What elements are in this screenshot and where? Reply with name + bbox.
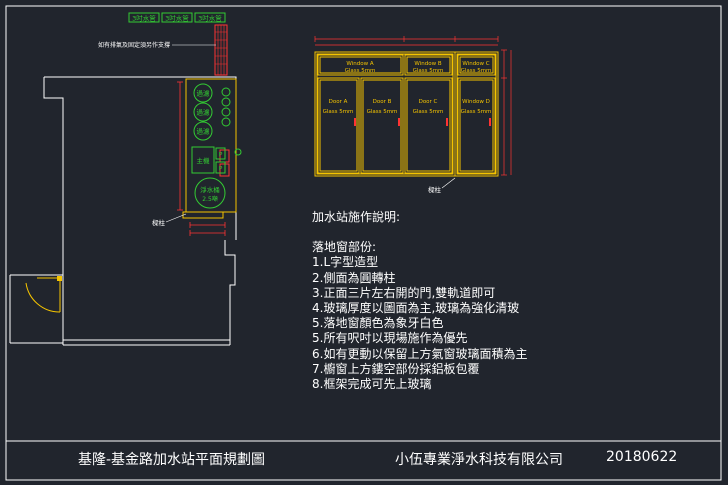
note-item: 4.玻璃厚度以圖面為主,玻璃為強化清玻 xyxy=(312,301,520,316)
window-elevation: Window A Glass 5mm Window B Glass 5mm Wi… xyxy=(314,36,512,194)
door-c-label: Door C xyxy=(419,99,438,105)
window-d-label: Window D xyxy=(462,99,490,105)
elevation-frames xyxy=(314,51,499,177)
drawing-date: 20180622 xyxy=(606,449,678,465)
window-a-label: Window A xyxy=(346,61,373,67)
svg-text:2.5噸: 2.5噸 xyxy=(202,195,218,203)
note-item: 2.側面為圓轉柱 xyxy=(312,270,396,285)
wall-note: 如有排氣及固定須另作支撐 xyxy=(98,41,170,49)
floor-plan: 3吋水管 3吋水管 3吋水管 如有排氣及固定須另作支撐 xyxy=(9,12,242,346)
pump-2: P xyxy=(215,161,226,174)
note-item: 1.L字型造型 xyxy=(312,255,379,270)
window-c-glass: Glass 5mm xyxy=(461,68,492,74)
column-callout-right: 樑柱 xyxy=(428,177,456,194)
water-tank: 淨水桶 2.5噸 xyxy=(194,177,226,209)
door-handles xyxy=(354,118,491,126)
pipe-riser xyxy=(214,24,228,76)
note-item: 5.落地窗顏色為象牙白色 xyxy=(312,316,444,331)
drawing-border xyxy=(5,5,722,481)
pump-1: P xyxy=(215,147,226,160)
door-b-label: Door B xyxy=(373,99,392,105)
notes-heading: 加水站施作說明: xyxy=(312,210,401,224)
svg-text:過濾: 過濾 xyxy=(197,108,211,117)
filter-2: 過濾 xyxy=(193,102,213,122)
window-d-glass: Glass 5mm xyxy=(461,109,492,115)
project-title: 基隆-基金路加水站平面規劃圖 xyxy=(78,452,266,468)
window-c-label: Window C xyxy=(462,61,489,67)
pipe-label-2: 3吋水管 xyxy=(165,14,189,23)
svg-text:過濾: 過濾 xyxy=(197,127,211,136)
svg-text:樑柱: 樑柱 xyxy=(428,185,442,194)
note-item: 6.如有更動以保留上方氣窗玻璃面積為主 xyxy=(312,346,528,361)
svg-text:P: P xyxy=(219,152,223,159)
elevation-dimensions xyxy=(314,36,512,176)
note-item: 8.框架完成可先上玻璃 xyxy=(312,377,432,392)
pipe-labels: 3吋水管 3吋水管 3吋水管 xyxy=(128,12,226,23)
svg-text:主機: 主機 xyxy=(197,156,211,165)
notes-gap xyxy=(312,225,527,240)
svg-text:過濾: 過濾 xyxy=(197,89,211,98)
svg-text:淨水桶: 淨水桶 xyxy=(200,185,220,194)
equipment-base xyxy=(182,211,224,219)
building-walls xyxy=(9,76,237,346)
door-swing xyxy=(25,276,62,313)
window-b-glass: Glass 5mm xyxy=(413,68,444,74)
note-item: 5.所有呎吋以現場施作為優先 xyxy=(312,331,468,346)
door-a-glass: Glass 5mm xyxy=(323,109,354,115)
pipe-label-box-2 xyxy=(161,12,193,23)
plan-dimensions xyxy=(177,81,226,236)
pipe-label-1: 3吋水管 xyxy=(132,14,156,23)
svg-text:P: P xyxy=(219,166,223,173)
pipe-label-box-3 xyxy=(194,12,226,23)
filter-1: 過濾 xyxy=(193,83,213,103)
svg-text:樑柱: 樑柱 xyxy=(152,218,166,227)
notes-subheading: 落地窗部份: xyxy=(312,240,377,255)
main-unit: 主機 xyxy=(191,146,215,174)
note-item: 3.正面三片左右開的門,雙軌道即可 xyxy=(312,285,496,300)
construction-notes: 加水站施作說明: 落地窗部份: 1.L字型造型 2.側面為圓轉柱 3.正面三片左… xyxy=(312,210,527,392)
window-b-label: Window B xyxy=(414,61,441,67)
pipe-label-box-1 xyxy=(128,12,160,23)
filter-3: 過濾 xyxy=(193,121,213,141)
column-callout-left: 樑柱 xyxy=(152,213,187,227)
company-name: 小伍專業淨水科技有限公司 xyxy=(395,452,563,468)
door-a-label: Door A xyxy=(329,99,348,105)
note-item: 7.櫥窗上方鏤空部份採鋁板包覆 xyxy=(312,361,480,376)
door-b-glass: Glass 5mm xyxy=(367,109,398,115)
window-a-glass: Glass 5mm xyxy=(345,68,376,74)
small-valves xyxy=(219,87,242,177)
pipe-label-3: 3吋水管 xyxy=(198,14,222,23)
door-c-glass: Glass 5mm xyxy=(413,109,444,115)
